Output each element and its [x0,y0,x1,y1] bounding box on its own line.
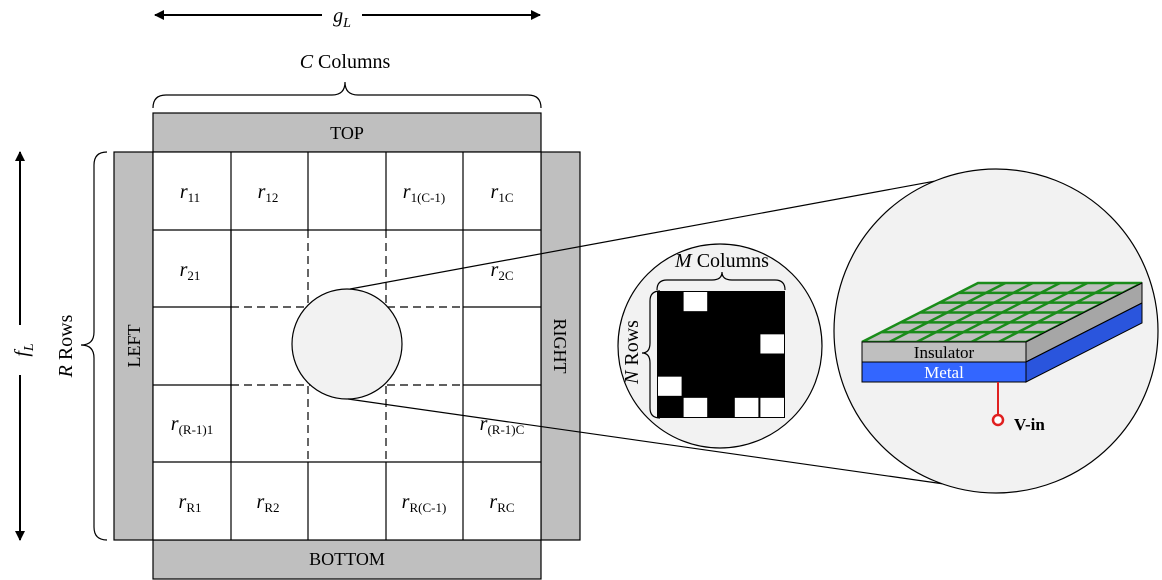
zoom-pattern-circle: M Columns N Rows [617,243,823,449]
zoom-device-circle: Insulator Metal V-in [833,168,1159,494]
vin-label: V-in [1014,415,1045,434]
pattern-rows-label: N Rows [621,320,643,385]
zoom-source-circle [291,288,403,400]
width-subscript: L [342,16,351,31]
rows-brace [80,151,108,541]
metal-label: Metal [924,363,964,382]
cell-r11: r11 [180,181,200,205]
svg-text:fL: fL [11,343,37,357]
height-dimension: fL [6,151,37,541]
cell-r2c: r2C [491,259,514,283]
width-symbol: g [333,5,343,27]
width-dimension: gL [154,2,541,31]
vin-terminal [991,413,1005,427]
cell-rr-1-1: r(R-1)1 [171,413,213,437]
svg-text:LEFT: LEFT [124,324,144,367]
pattern-rows-brace [641,290,661,419]
cell-rr2: rR2 [257,491,280,515]
svg-text:gL: gL [333,5,351,31]
cell-rrc-1: rR(C-1) [402,491,447,515]
pattern-white-cell [760,334,784,354]
pattern-columns-brace [656,271,786,291]
pattern-white-cell [760,397,784,417]
frame-right: RIGHT [540,151,581,541]
cell-rrc: rRC [489,491,514,515]
columns-brace [152,81,542,109]
pattern-white-cell [683,397,708,417]
insulator-label: Insulator [914,343,975,362]
height-subscript: L [22,343,37,352]
rows-label: R Rows [55,314,77,378]
zoom-connectors [347,169,1001,493]
pattern-white-cell [683,292,708,312]
cell-r1c-1: r1(C-1) [403,181,445,205]
pattern-white-cell [658,376,682,396]
cell-r12: r12 [258,181,279,205]
cell-rr1: rR1 [179,491,202,515]
pixel-pattern [657,291,785,418]
mesh-line [998,281,1116,344]
pattern-background [657,291,785,418]
frame-left: LEFT [113,151,154,541]
svg-text:TOP: TOP [330,123,364,143]
cell-r21: r21 [180,259,201,283]
frame-top: TOP [152,112,542,153]
svg-text:RIGHT: RIGHT [550,319,570,374]
frame-bottom: BOTTOM [152,539,542,580]
svg-text:BOTTOM: BOTTOM [309,549,385,569]
pattern-columns-label: M Columns [674,250,769,272]
pattern-white-cell [734,397,759,417]
columns-label: C Columns [300,51,391,73]
cell-r1c: r1C [491,181,514,205]
cell-rr-1-c: r(R-1)C [480,413,525,437]
height-symbol: f [11,349,33,357]
